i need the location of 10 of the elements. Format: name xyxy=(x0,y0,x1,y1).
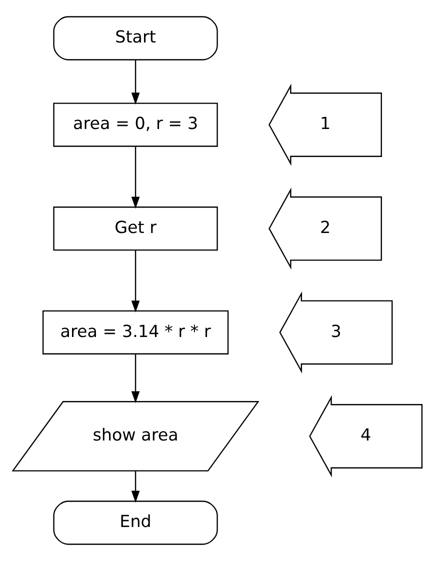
arrow xyxy=(131,250,140,313)
arrow xyxy=(131,60,140,105)
arrow xyxy=(131,471,140,503)
node-box: Get r xyxy=(53,206,218,251)
arrow xyxy=(131,146,140,209)
node-box: area = 3.14 * r * r xyxy=(42,310,229,354)
node-box: End xyxy=(53,500,218,545)
node-box: area = 0, r = 3 xyxy=(53,102,218,147)
arrow xyxy=(131,354,140,404)
node-box: Start xyxy=(53,16,218,60)
